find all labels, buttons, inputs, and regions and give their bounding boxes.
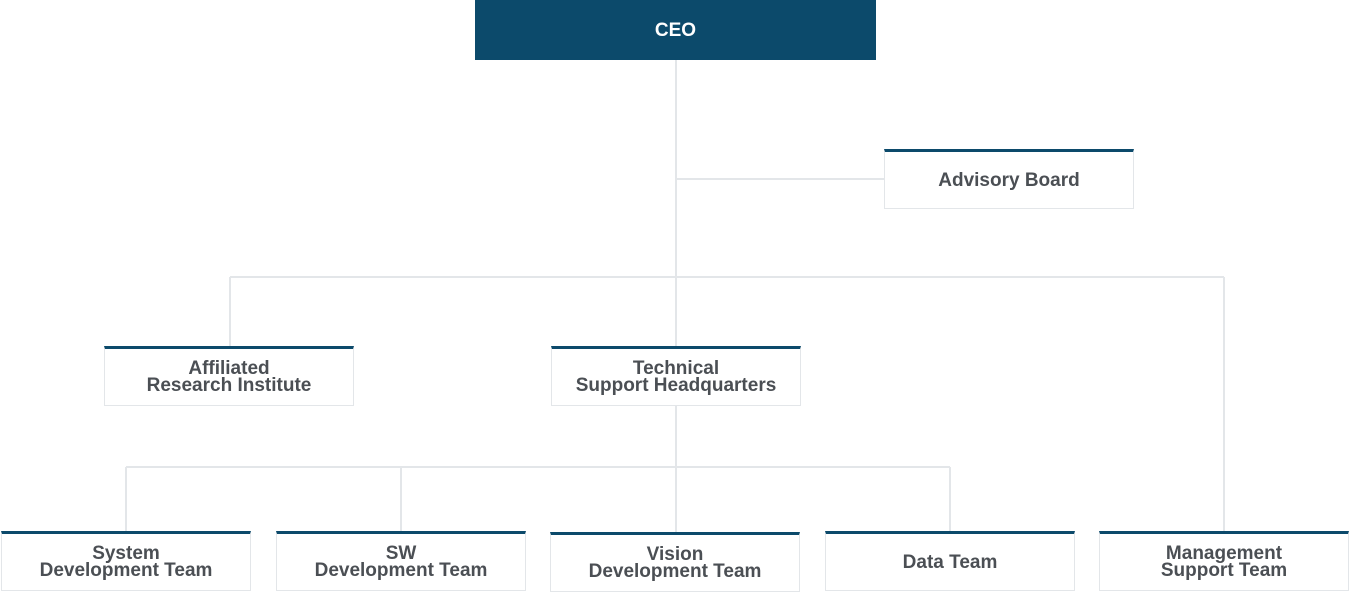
ceo-label: CEO xyxy=(654,19,697,41)
system-dev-line2: Development Team xyxy=(39,560,213,581)
technical-support-line2: Support Headquarters xyxy=(575,375,777,396)
management-support-line2: Support Team xyxy=(1160,560,1288,581)
management-support-box: Management Support Team xyxy=(1099,531,1349,591)
sw-dev-line1: SW xyxy=(385,543,417,564)
sw-dev-box: SW Development Team xyxy=(276,531,526,591)
management-support-line1: Management xyxy=(1165,543,1283,564)
data-team-label: Data Team xyxy=(902,551,998,573)
vision-dev-box: Vision Development Team xyxy=(550,532,800,592)
system-dev-line1: System xyxy=(92,543,160,564)
vision-dev-line1: Vision xyxy=(646,544,704,565)
advisory-board-box: Advisory Board xyxy=(884,149,1134,209)
vision-dev-line2: Development Team xyxy=(588,561,762,582)
system-dev-box: System Development Team xyxy=(1,531,251,591)
technical-support-line1: Technical xyxy=(632,358,720,379)
technical-support-box: Technical Support Headquarters xyxy=(551,346,801,406)
affiliated-research-line1: Affiliated xyxy=(188,358,270,379)
affiliated-research-line2: Research Institute xyxy=(146,375,312,396)
ceo-box: CEO xyxy=(475,0,876,60)
sw-dev-line2: Development Team xyxy=(314,560,488,581)
affiliated-research-box: Affiliated Research Institute xyxy=(104,346,354,406)
advisory-board-label: Advisory Board xyxy=(938,169,1080,191)
data-team-box: Data Team xyxy=(825,531,1075,591)
